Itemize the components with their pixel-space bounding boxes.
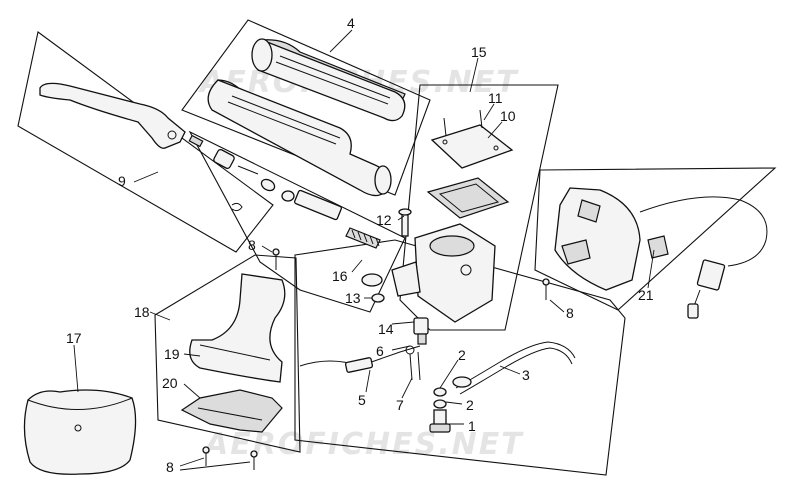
hand-guard-lower: [180, 389, 283, 433]
piston-assembly: [281, 189, 383, 287]
callout-19: 19: [164, 346, 180, 362]
callout-15: 15: [471, 44, 487, 60]
watermark-bottom: AEROFICHES.NET: [203, 427, 524, 462]
callout-8-right: 8: [566, 305, 574, 321]
handlebar-grips: [207, 38, 406, 197]
callout-2-lower: 2: [466, 397, 474, 413]
main-assembly-frame: [294, 239, 626, 476]
callout-6: 6: [376, 343, 384, 359]
callout-7: 7: [396, 397, 404, 413]
small-fittings: [371, 293, 429, 345]
callout-11: 11: [488, 90, 503, 106]
banjo-bolt: [429, 387, 451, 433]
hand-guard-upper: [189, 273, 286, 383]
callout-17: 17: [66, 330, 82, 346]
lever-pivot-parts: [188, 134, 276, 212]
callout-1: 1: [468, 418, 476, 434]
callout-10: 10: [500, 108, 516, 124]
callout-12: 12: [376, 212, 392, 228]
callout-2-upper: 2: [458, 347, 466, 363]
callout-14: 14: [378, 321, 394, 337]
switch-wire-and-connector: [299, 345, 421, 381]
protective-cover: [23, 389, 137, 475]
master-cylinder-body: [391, 208, 496, 323]
brake-hose: [452, 341, 576, 395]
reservoir-cap: [430, 109, 514, 169]
piston-group-frame: [188, 130, 406, 313]
callout-18: 18: [134, 304, 150, 320]
callout-4: 4: [347, 15, 355, 31]
callout-16: 16: [332, 268, 348, 284]
reservoir-diaphragm: [426, 177, 510, 219]
guard-group-frame: [154, 254, 301, 453]
grips-group-frame: [181, 19, 431, 196]
callout-20: 20: [162, 375, 178, 391]
callout-3: 3: [522, 367, 530, 383]
master-cylinder-group-frame: [399, 84, 559, 331]
brake-light-switch: [554, 187, 768, 319]
callout-8-bottom: 8: [166, 459, 174, 475]
callout-21: 21: [638, 287, 654, 303]
lever-group-frame: [17, 31, 274, 253]
leader-lines: [73, 29, 655, 471]
callout-8-top: 8: [248, 237, 256, 253]
brake-lever: [39, 82, 186, 149]
callout-5: 5: [358, 392, 366, 408]
callout-13: 13: [345, 290, 361, 306]
guard-screws: [202, 248, 550, 470]
callout-9: 9: [118, 173, 126, 189]
